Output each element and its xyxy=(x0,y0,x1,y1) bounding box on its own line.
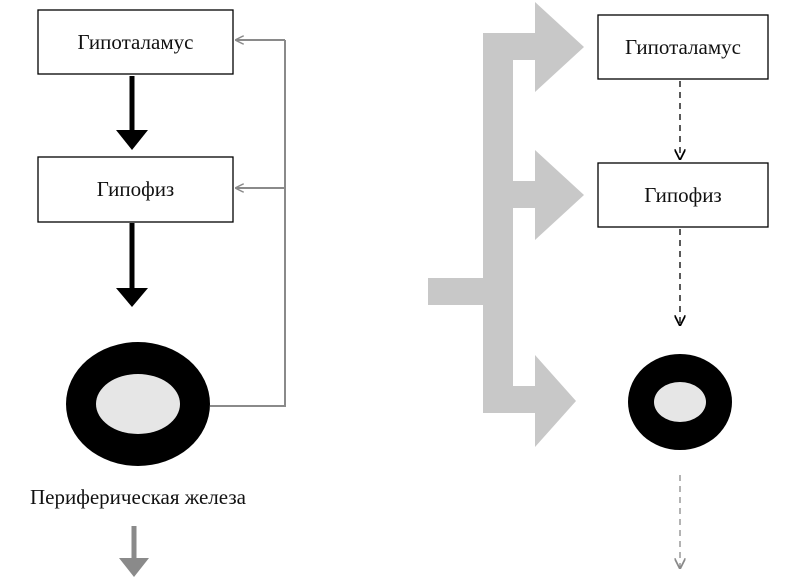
right-panel: Гипоталамус Гипофиз xyxy=(428,2,769,568)
left-pituitary-box xyxy=(37,156,234,223)
feedback-loop xyxy=(210,40,286,407)
gland-output-arrow xyxy=(119,526,149,577)
left-hypothalamus-label: Гипоталамус xyxy=(78,30,194,54)
peripheral-gland-label: Периферическая железа xyxy=(30,485,247,509)
arrow-hypothalamus-to-pituitary xyxy=(116,76,148,150)
right-hypothalamus-box xyxy=(597,14,769,80)
right-peripheral-gland xyxy=(628,354,732,450)
right-hypothalamus-label: Гипоталамус xyxy=(625,35,741,59)
arrow-pituitary-to-gland xyxy=(116,223,148,307)
left-panel: Гипоталамус Гипофиз Периферическая желез… xyxy=(30,9,286,577)
peripheral-gland xyxy=(66,342,210,466)
right-pituitary-label: Гипофиз xyxy=(644,183,721,207)
left-hypothalamus-box xyxy=(37,9,234,75)
external-signal-arrow xyxy=(428,2,584,447)
right-pituitary-box xyxy=(597,162,769,228)
left-pituitary-label: Гипофиз xyxy=(97,177,174,201)
